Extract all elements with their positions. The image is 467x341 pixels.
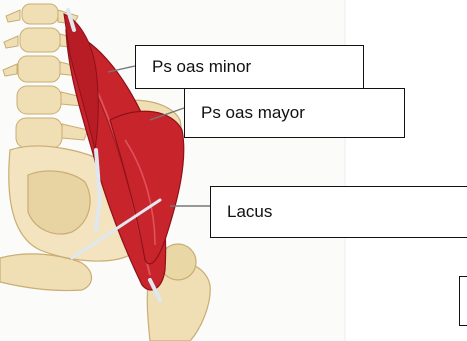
partial-empty-box: [459, 276, 467, 326]
label-lacus-text: Lacus: [227, 202, 272, 222]
label-psoas-major: Ps oas mayor: [184, 88, 405, 138]
label-psoas-minor: Ps oas minor: [135, 45, 364, 89]
label-psoas-major-text: Ps oas mayor: [201, 103, 305, 123]
label-psoas-minor-text: Ps oas minor: [152, 57, 251, 77]
label-lacus: Lacus: [210, 186, 467, 238]
